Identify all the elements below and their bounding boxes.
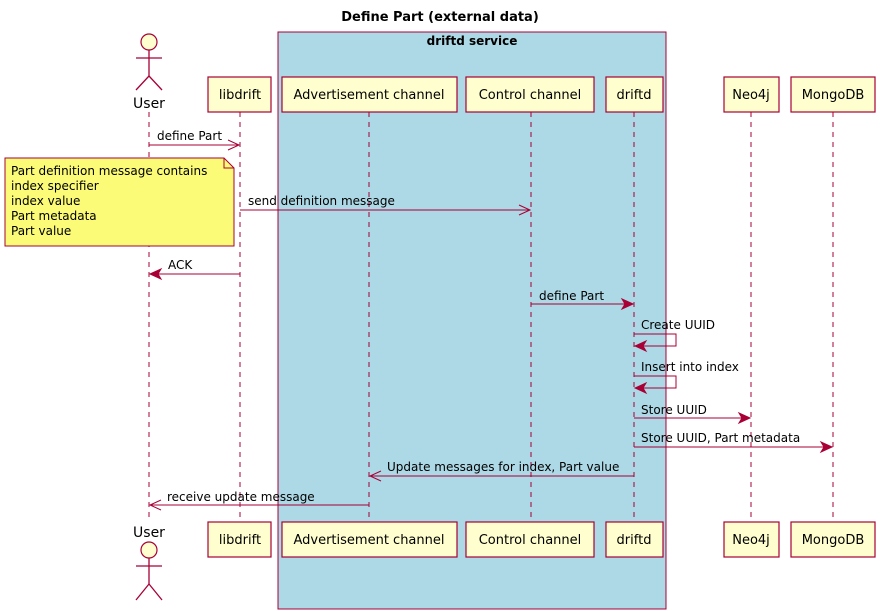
- participant-label: Advertisement channel: [293, 533, 444, 548]
- group-label: driftd service: [427, 34, 518, 48]
- actor-label-top: User: [133, 96, 165, 112]
- participant-label: Control channel: [479, 533, 582, 548]
- participant-advertisement-channel-top: Advertisement channel: [281, 76, 458, 113]
- message-create-uuid: Create UUID: [633, 318, 715, 353]
- note-part-definition: Part definition message contains index s…: [4, 157, 235, 247]
- participant-label: Advertisement channel: [293, 88, 444, 103]
- message-update-messages: Update messages for index, Part value: [368, 460, 634, 482]
- participant-label: libdrift: [219, 533, 261, 548]
- message-label: ACK: [168, 258, 193, 272]
- participant-label: libdrift: [219, 88, 261, 103]
- participant-mongodb-bottom: MongoDB: [790, 521, 876, 558]
- message-receive-update: receive update message: [148, 490, 369, 511]
- participant-label: Neo4j: [732, 533, 770, 548]
- message-define-part-control-to-driftd: define Part: [531, 289, 635, 311]
- message-label: define Part: [539, 289, 604, 303]
- diagram-title: Define Part (external data): [341, 10, 539, 25]
- participant-control-channel-top: Control channel: [465, 76, 595, 113]
- participant-label: driftd: [617, 533, 652, 548]
- note-line: index specifier: [11, 179, 99, 193]
- message-insert-into-index: Insert into index: [633, 360, 739, 395]
- participant-libdrift-bottom: libdrift: [207, 521, 272, 558]
- participant-libdrift-top: libdrift: [207, 76, 272, 113]
- note-line: Part value: [11, 224, 71, 238]
- participant-neo4j-top: Neo4j: [723, 76, 780, 113]
- actor-label-bottom: User: [133, 525, 165, 541]
- message-label: Store UUID: [641, 403, 707, 417]
- message-ack: ACK: [148, 258, 240, 281]
- actor-head-icon: [140, 33, 158, 51]
- participant-driftd-top: driftd: [605, 76, 664, 113]
- participant-label: Neo4j: [732, 88, 770, 103]
- participant-control-channel-bottom: Control channel: [465, 521, 595, 558]
- message-label: send definition message: [248, 194, 395, 208]
- participant-driftd-bottom: driftd: [605, 521, 664, 558]
- participant-neo4j-bottom: Neo4j: [723, 521, 780, 558]
- message-send-definition: send definition message: [240, 194, 532, 216]
- participant-label: MongoDB: [802, 88, 865, 103]
- participant-label: MongoDB: [802, 533, 865, 548]
- message-define-part-user-to-libdrift: define Part: [149, 129, 241, 151]
- message-label: Create UUID: [641, 318, 715, 332]
- message-store-uuid: Store UUID: [634, 403, 752, 425]
- participant-label: driftd: [617, 88, 652, 103]
- actor-user-bottom: User: [133, 525, 165, 601]
- message-label: Update messages for index, Part value: [387, 460, 619, 474]
- note-line: index value: [11, 194, 80, 208]
- participant-mongodb-top: MongoDB: [790, 76, 876, 113]
- participant-advertisement-channel-bottom: Advertisement channel: [281, 521, 458, 558]
- message-label: Store UUID, Part metadata: [641, 431, 800, 445]
- actor-user-top: User: [133, 33, 165, 112]
- actor-head-icon: [140, 541, 158, 559]
- message-label: define Part: [157, 129, 222, 143]
- participant-label: Control channel: [479, 88, 582, 103]
- note-line: Part metadata: [11, 209, 97, 223]
- message-label: receive update message: [167, 490, 315, 504]
- group-box-driftd-service: [277, 31, 667, 610]
- message-label: Insert into index: [641, 360, 739, 374]
- note-line: Part definition message contains: [11, 164, 207, 178]
- message-store-uuid-part-metadata: Store UUID, Part metadata: [634, 431, 834, 454]
